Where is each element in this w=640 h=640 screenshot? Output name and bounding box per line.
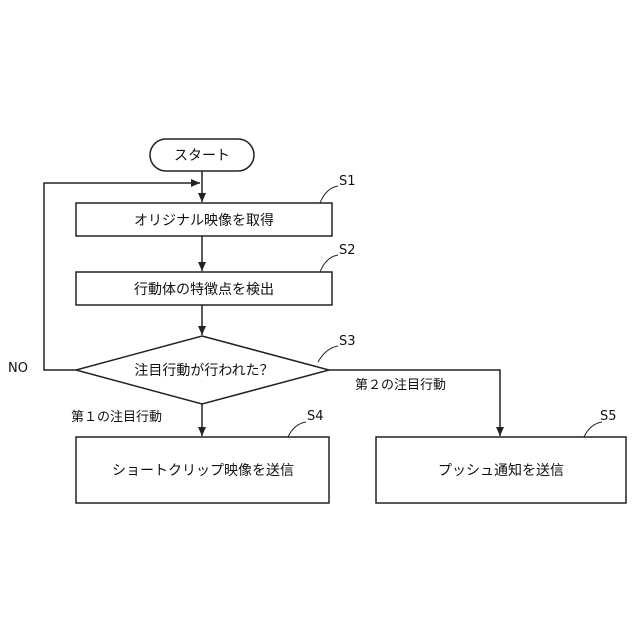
branch-no-label: NO bbox=[8, 361, 28, 376]
process-label-s1: オリジナル映像を取得 bbox=[134, 212, 274, 229]
leader-s2 bbox=[320, 255, 338, 272]
step-label-s5: S5 bbox=[600, 409, 617, 424]
leader-s1 bbox=[320, 186, 338, 203]
step-label-s2: S2 bbox=[339, 243, 356, 258]
start-label: スタート bbox=[174, 148, 230, 164]
process-label-s5: プッシュ通知を送信 bbox=[438, 462, 564, 479]
step-label-s4: S4 bbox=[307, 409, 324, 424]
leader-s3 bbox=[318, 346, 338, 362]
step-label-s1: S1 bbox=[339, 174, 356, 189]
leader-s5 bbox=[584, 422, 602, 437]
decision-label-s3: 注目行動が行われた？ bbox=[134, 363, 273, 379]
branch-first-label: 第１の注目行動 bbox=[71, 410, 162, 425]
process-label-s2: 行動体の特徴点を検出 bbox=[134, 282, 274, 298]
step-label-s3: S3 bbox=[339, 334, 356, 349]
process-label-s4: ショートクリップ映像を送信 bbox=[112, 463, 294, 479]
leader-s4 bbox=[288, 422, 306, 437]
branch-second-label: 第２の注目行動 bbox=[355, 378, 446, 393]
